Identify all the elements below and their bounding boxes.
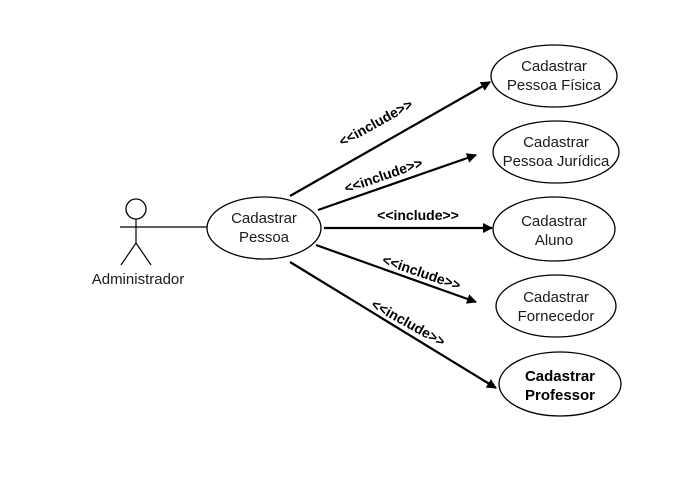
actor-label: Administrador	[92, 271, 185, 288]
use-case-cadastrar-pessoa[interactable]: Cadastrar Pessoa	[206, 196, 322, 260]
use-case-label-line1: Cadastrar	[525, 368, 595, 385]
use-case-label-line2: Pessoa Jurídica	[503, 153, 610, 170]
include-edge-pessoa-juridica	[317, 153, 477, 212]
use-case-cadastrar-fornecedor[interactable]: Cadastrar Fornecedor	[495, 274, 617, 338]
include-label-pessoa-fisica: <<include>>	[336, 96, 415, 150]
use-case-label-line2: Pessoa	[239, 229, 290, 246]
include-edge-fornecedor	[315, 243, 477, 304]
use-case-ellipse	[495, 274, 617, 338]
include-edge-professor	[289, 261, 497, 389]
actor-right-leg	[135, 242, 152, 266]
use-case-cadastrar-pessoa-juridica[interactable]: Cadastrar Pessoa Jurídica	[492, 120, 620, 184]
use-case-label-line1: Cadastrar	[521, 213, 587, 230]
use-case-label-line1: Cadastrar	[523, 289, 589, 306]
include-label-pessoa-juridica: <<include>>	[342, 154, 424, 196]
use-case-cadastrar-aluno[interactable]: Cadastrar Aluno	[492, 196, 616, 262]
use-case-ellipse	[498, 351, 622, 417]
actor-administrador: Administrador	[92, 198, 185, 288]
include-label-professor: <<include>>	[369, 296, 448, 350]
use-case-ellipse	[206, 196, 322, 260]
include-edge-pessoa-fisica	[289, 81, 491, 197]
use-case-cadastrar-professor[interactable]: Cadastrar Professor	[498, 351, 622, 417]
use-case-ellipse	[490, 44, 618, 108]
use-case-label-line2: Aluno	[535, 232, 573, 249]
use-case-cadastrar-pessoa-fisica[interactable]: Cadastrar Pessoa Física	[490, 44, 618, 108]
include-label-aluno: <<include>>	[377, 207, 459, 223]
use-case-label-line1: Cadastrar	[521, 58, 587, 75]
use-case-label-line2: Professor	[525, 387, 595, 404]
actor-head	[125, 198, 147, 220]
use-case-label-line1: Cadastrar	[231, 210, 297, 227]
use-case-label-line1: Cadastrar	[523, 134, 589, 151]
actor-left-leg	[120, 242, 137, 266]
use-case-ellipse	[492, 196, 616, 262]
use-case-label-line2: Pessoa Física	[507, 77, 602, 94]
use-case-ellipse	[492, 120, 620, 184]
use-case-label-line2: Fornecedor	[518, 308, 595, 325]
